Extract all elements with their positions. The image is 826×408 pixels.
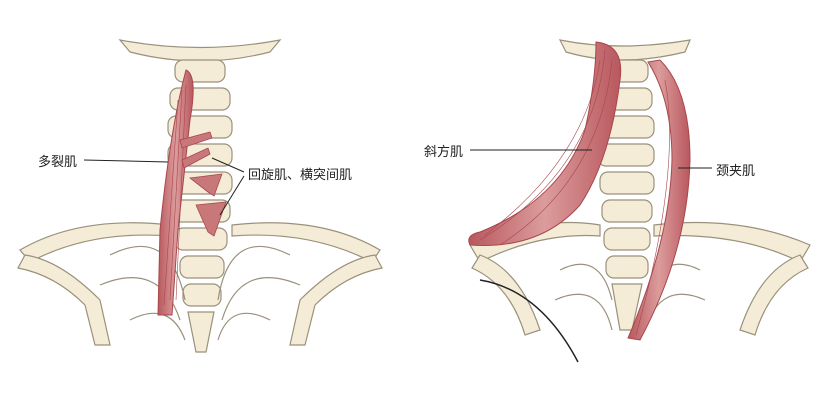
body-outline [479, 279, 579, 363]
multifidus-label: 多裂肌 [38, 155, 78, 170]
splenius-cervicis-label: 颈夹肌 [716, 164, 756, 179]
splenius-cervicis-muscle [627, 59, 691, 341]
right-skeleton [469, 39, 811, 336]
multifidus-muscle [157, 69, 194, 316]
rotatores-intertransversarii-label: 回旋肌、横突间肌 [248, 168, 353, 183]
left-skeleton [17, 39, 383, 353]
rotatores-intertransversarii-muscles [179, 131, 227, 237]
trapezius-label: 斜方肌 [424, 145, 464, 160]
rotatores-leader-arrows [211, 157, 245, 216]
trapezius-muscle [468, 41, 622, 246]
right-clavicle [231, 222, 381, 263]
left-clavicle [19, 222, 171, 263]
multifidus-leader-line [83, 159, 169, 163]
